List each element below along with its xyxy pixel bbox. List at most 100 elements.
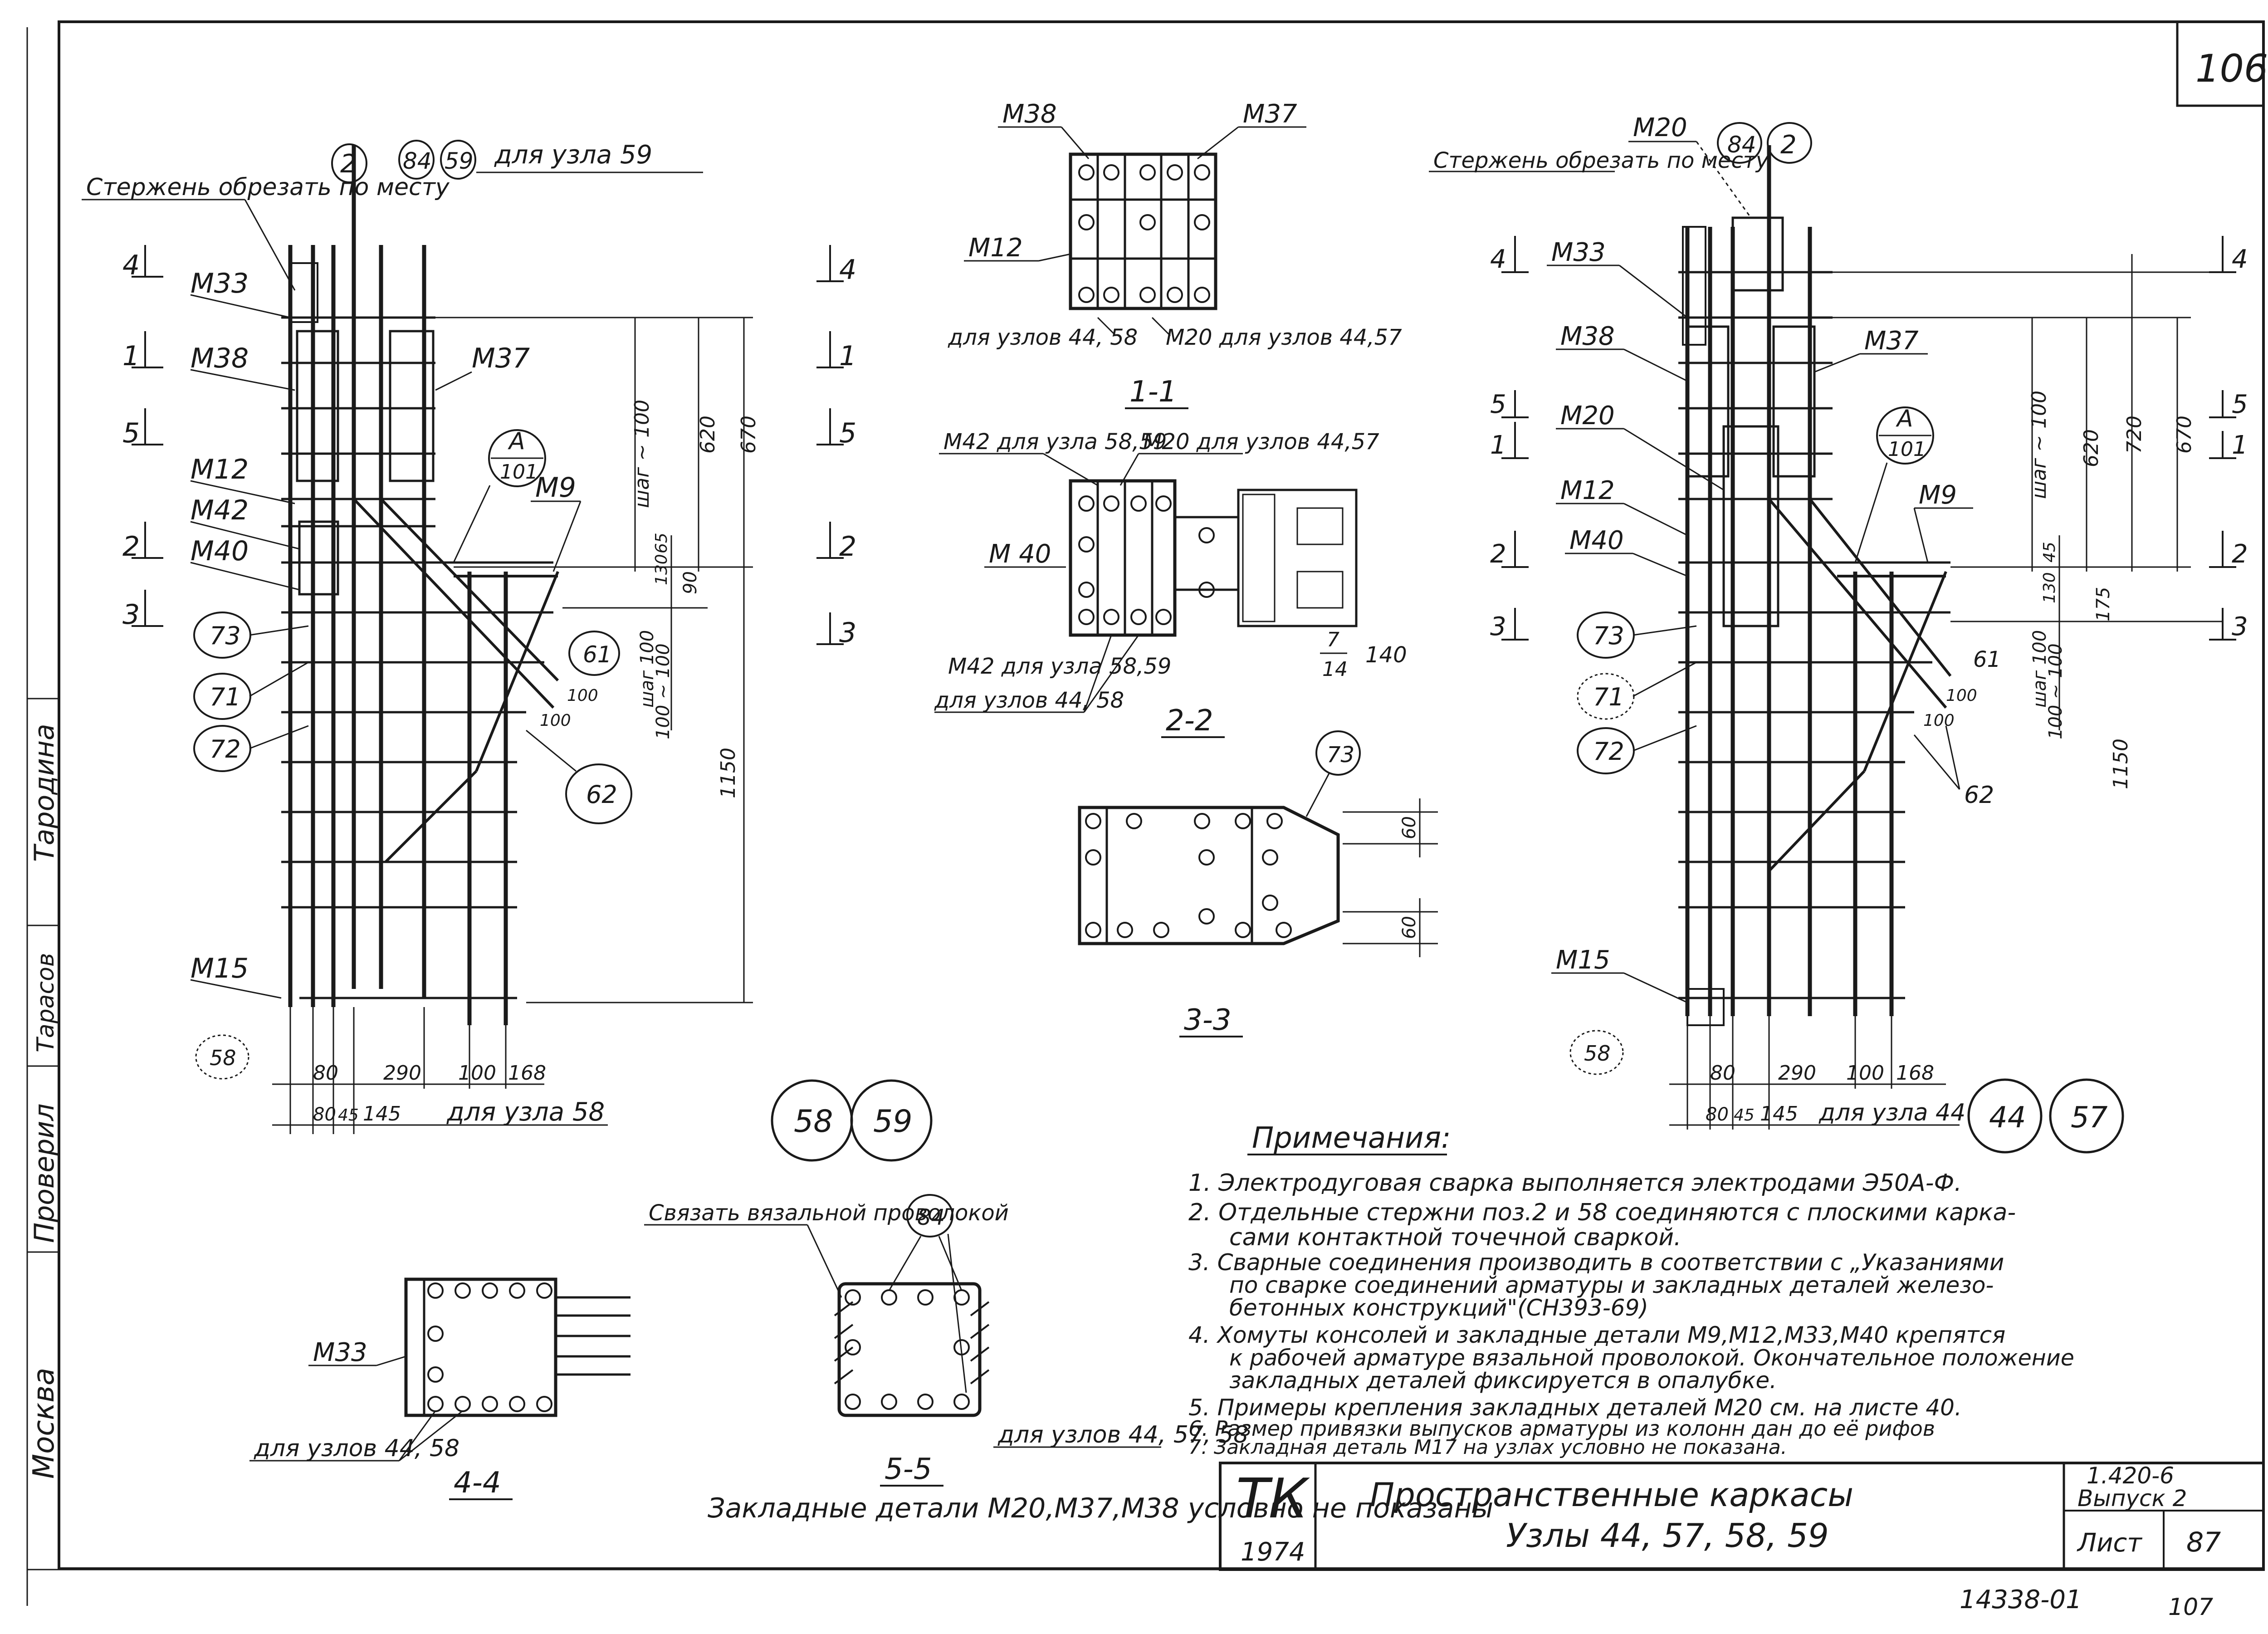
side-city: Москва (27, 1368, 61, 1479)
badge-44: 44 (1989, 1101, 2026, 1135)
right-mark-m40: М40 (1569, 526, 1624, 555)
sec-label-2a: 2 (122, 531, 140, 563)
title-issue: Выпуск 2 (2077, 1485, 2187, 1512)
right-dim-100: 100 ~ 100 (2045, 643, 2066, 739)
left-elevation: 2 84 59 для узла 59 Стержень обрезать по… (82, 140, 760, 1134)
title-sheet-no: 87 (2186, 1526, 2221, 1558)
right-dim-45: 45 (2040, 542, 2059, 563)
sec11-note-right: М20 для узлов 44,57 (1166, 325, 1402, 350)
notes-heading: Примечания: (1252, 1121, 1451, 1155)
badge-59: 59 (873, 1104, 913, 1140)
right-dim-130: 130 (2040, 572, 2059, 603)
sec-label-4d: 4 (2232, 245, 2248, 274)
sec33-title: 3-3 (1184, 1003, 1232, 1037)
right-dim-620: 620 (2080, 429, 2103, 467)
right-bdim-290: 290 (1778, 1062, 1816, 1085)
sec55-pos: 84 (917, 1205, 945, 1230)
title-line-2: Узлы 44, 57, 58, 59 (1506, 1517, 1829, 1555)
note-line-2: 2. Отдельные стержни поз.2 и 58 соединяю… (1188, 1199, 2016, 1226)
left-callout-note: для узла 59 (494, 140, 652, 170)
section-5-5: 84 Связать вязальной проволокой для узло… (644, 1194, 1248, 1487)
right-pos-58: 58 (1584, 1041, 1611, 1066)
title-logo: ТК (1236, 1468, 1310, 1531)
badge-58: 58 (794, 1104, 833, 1140)
sec-label-5a: 5 (122, 417, 140, 449)
right-bdim2-145: 145 (1760, 1102, 1798, 1125)
sec22-title: 2-2 (1166, 704, 1213, 738)
right-elevation: 84 2 М20 Стержень обрезать по месту М33 … (1429, 113, 2223, 1130)
sec-label-1a: 1 (122, 340, 140, 372)
section-4-4: М33 для узлов 44, 58 4-4 (249, 1277, 631, 1500)
sec33-dim-2: 60 (1399, 916, 1420, 939)
left-bdim2-45: 45 (338, 1106, 359, 1125)
sec-label-3c: 3 (1490, 612, 1506, 641)
note-line-6: бетонных конструкций"(СН393-69) (1229, 1295, 1648, 1321)
right-dim-1150: 1150 (2109, 739, 2132, 789)
left-section-markers (132, 245, 163, 627)
left-dim-620: 620 (696, 416, 719, 454)
sheet-number-top: 106 (2195, 46, 2268, 91)
sec33-pos: 73 (1327, 742, 1354, 768)
note-line-4: 3. Сварные соединения производить в соот… (1188, 1249, 2004, 1276)
sec11-m38: М38 (1002, 99, 1057, 129)
left-bottom-note: для узла 58 (446, 1097, 605, 1127)
sec55-tie-note: Связать вязальной проволокой (649, 1200, 1009, 1226)
right-mark-m37: М37 (1864, 326, 1919, 356)
note-line-10: 5. Примеры крепления закладных деталей М… (1188, 1394, 1962, 1421)
side-checker: Тарасов (32, 953, 59, 1052)
title-series: 1.420-6 (2087, 1463, 2174, 1489)
left-bdim-290: 290 (383, 1062, 421, 1085)
left-pos-71: 71 (210, 683, 241, 711)
sec55-note: для узлов 44, 57, 58 (997, 1421, 1248, 1448)
sec22-weld-bottom: 14 (1322, 658, 1348, 681)
right-mark-m20: М20 (1560, 401, 1615, 431)
left-bdim-100: 100 (458, 1062, 496, 1085)
left-callout-84: 84 (403, 148, 432, 174)
right-section-markers (1501, 236, 2236, 641)
sec-label-5b: 5 (839, 417, 856, 449)
sec11-m37: М37 (1243, 99, 1297, 129)
sec44-note: для узлов 44, 58 (254, 1435, 459, 1462)
left-dim-130: 130 (652, 554, 671, 585)
right-mark-m12: М12 (1560, 476, 1615, 505)
right-pos-62: 62 (1964, 782, 1994, 809)
side-author: Тародина (29, 724, 60, 862)
sec22-weld-length: 140 (1365, 642, 1407, 668)
sec22-nodes: для узлов 44, 58 (934, 688, 1124, 713)
side-stamp: Тародина Тарасов Проверил Москва (27, 724, 61, 1479)
sec33-dim-1: 60 (1399, 816, 1420, 839)
section-3-3: 73 60 60 3-3 (1078, 730, 1438, 1037)
right-pos-73: 73 (1593, 621, 1624, 650)
note-line-8: к рабочей арматуре вязальной проволокой.… (1229, 1345, 2074, 1371)
left-pos-61: 61 (583, 641, 612, 668)
left-bdim-80: 80 (313, 1062, 338, 1085)
left-diag-dim-1: 100 (540, 711, 571, 730)
sec22-m42-top: М42 для узла 58,59 (943, 429, 1167, 455)
node-badges-left: 58 59 (771, 1079, 933, 1162)
sec11-note-left: для узлов 44, 58 (948, 325, 1138, 350)
right-bottom-note: для узла 44 (1818, 1099, 1965, 1126)
sec-label-5c: 5 (1490, 390, 1506, 419)
left-mark-m12: М12 (191, 454, 249, 485)
note-line-3: сами контактной точечной сваркой. (1229, 1224, 1681, 1251)
sec44-title: 4-4 (454, 1466, 501, 1500)
sec22-m40: М 40 (989, 539, 1051, 569)
sec-label-3b: 3 (839, 617, 856, 649)
left-mark-m15: М15 (191, 953, 249, 984)
sec22-m42-bottom: М42 для узла 58,59 (948, 654, 1171, 679)
section-1-1: М38 М37 М12 для узлов 44, 58 М20 для узл… (948, 99, 1402, 409)
left-mark-m37: М37 (472, 342, 530, 374)
title-line-1: Пространственные каркасы (1370, 1476, 1853, 1514)
node-badges-right: 44 57 (1967, 1078, 2124, 1154)
right-dim-step2: шаг 100 (2029, 630, 2050, 708)
right-bdim2-45: 45 (1734, 1106, 1755, 1125)
hidden-note: Закладные детали М20,М37,М38 условно не … (708, 1492, 1493, 1524)
right-dim-175: 175 (2093, 587, 2114, 621)
right-pos-61: 61 (1973, 647, 2001, 672)
left-callout-59: 59 (445, 148, 474, 174)
left-bdim2-80: 80 (313, 1104, 336, 1125)
sec-label-3a: 3 (122, 599, 140, 631)
left-dim-step: шаг ~ 100 (631, 400, 654, 508)
title-sheet-label: Лист (2077, 1528, 2142, 1558)
notes: Примечания: 1. Электродуговая сварка вып… (1188, 1121, 2074, 1459)
